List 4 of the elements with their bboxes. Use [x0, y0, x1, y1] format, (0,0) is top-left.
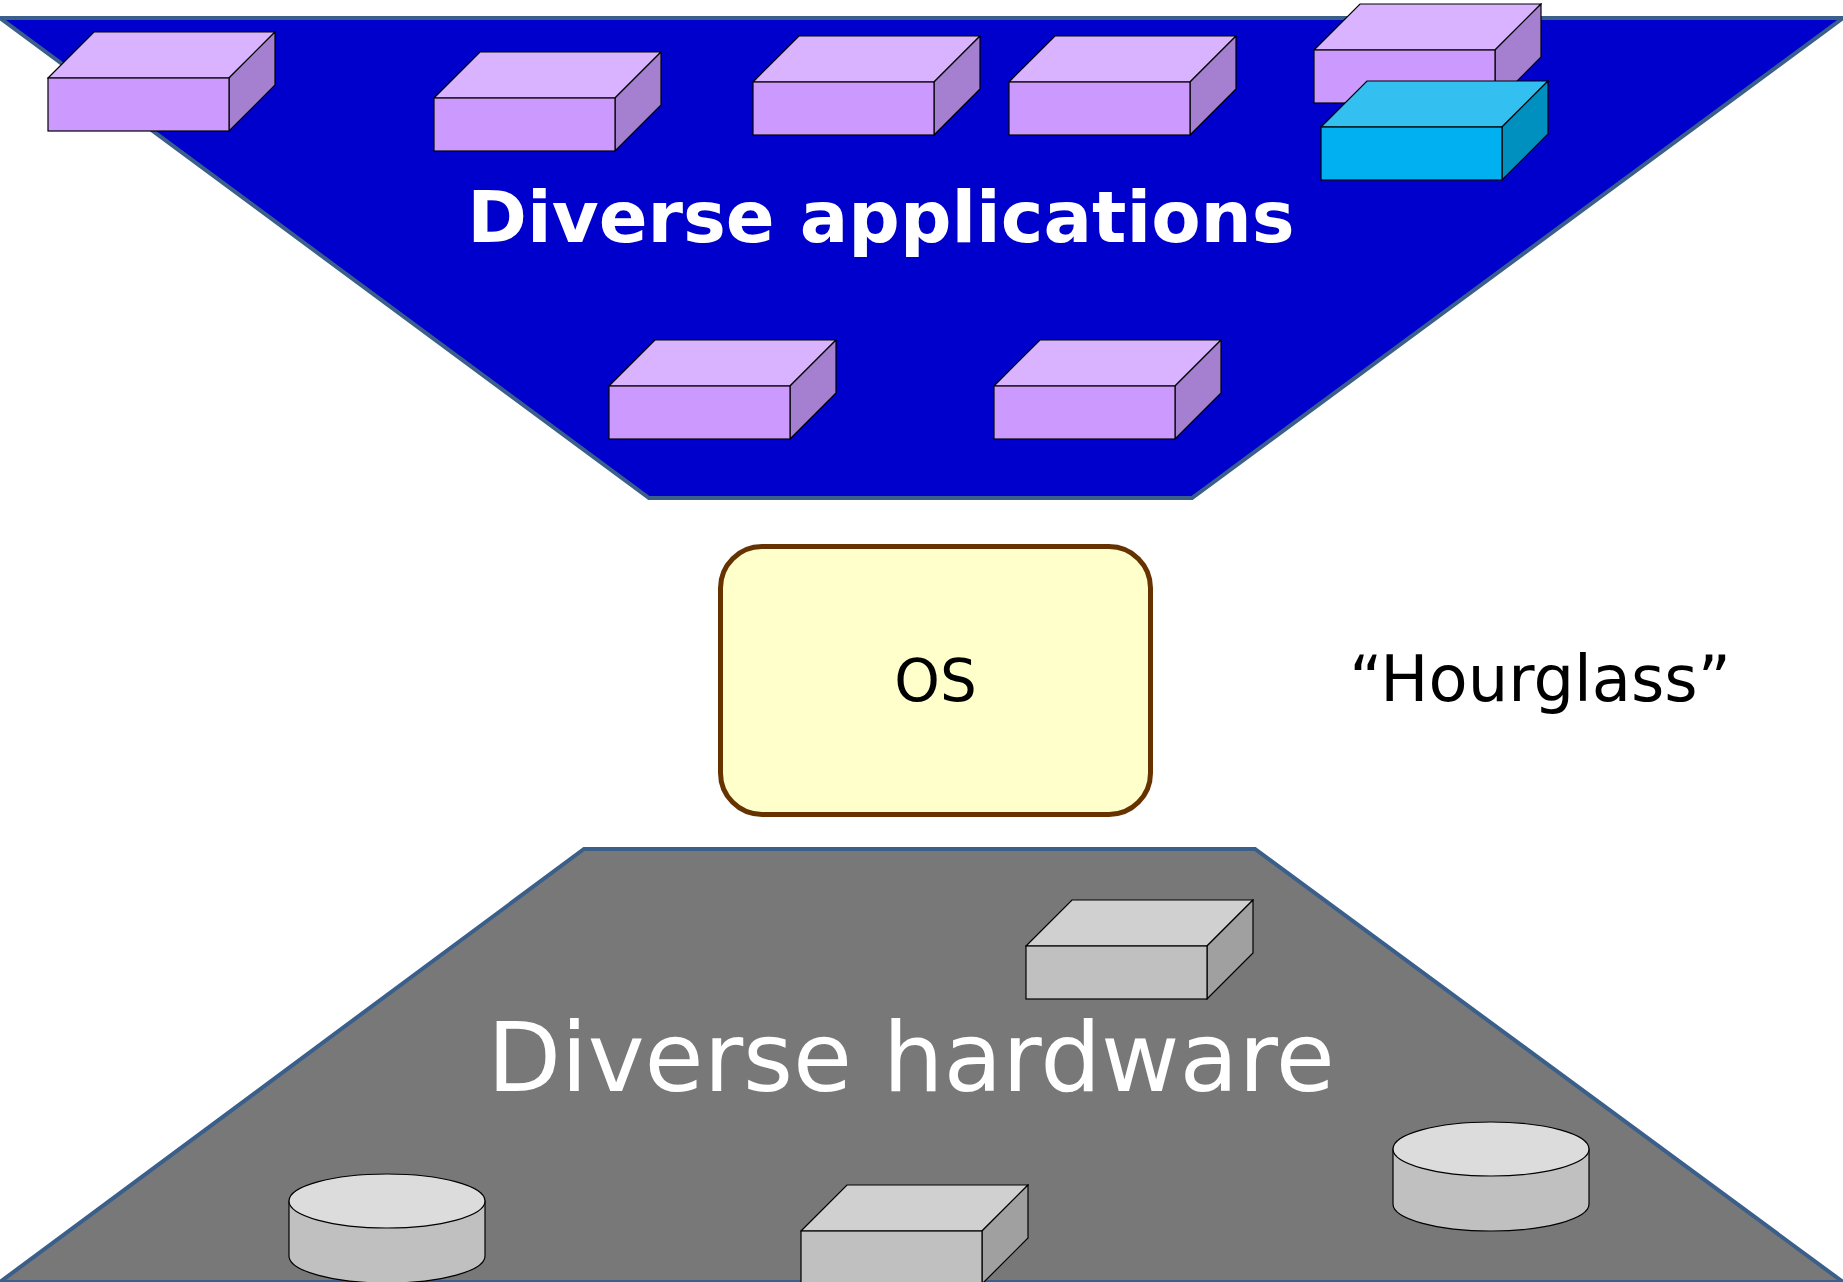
caption-text: “Hourglass” [1349, 642, 1731, 716]
panel-title: Diverse hardware [487, 1002, 1335, 1114]
os-box: OS [718, 544, 1153, 817]
panel-title: Diverse applications [467, 175, 1295, 259]
